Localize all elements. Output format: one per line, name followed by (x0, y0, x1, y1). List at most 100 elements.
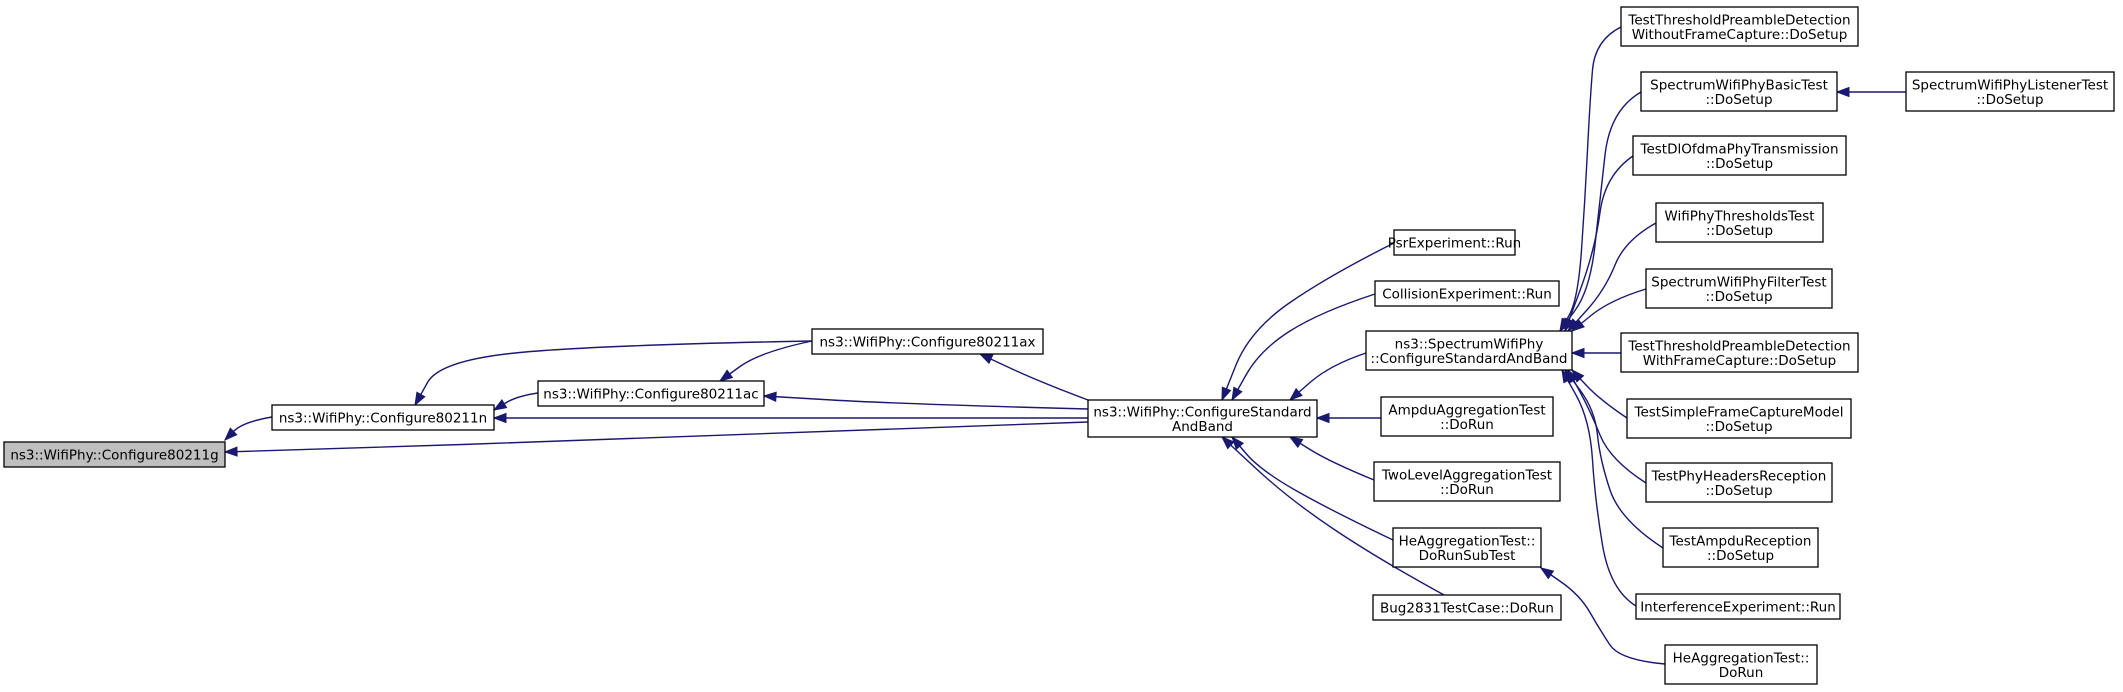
edge-csab-to-cfg_g (223, 421, 1089, 457)
node-cfg-g[interactable]: ns3::WifiPhy::Configure80211g (3, 441, 226, 468)
edge-line (1231, 293, 1376, 401)
node-label-line: ::ConfigureStandardAndBand (1371, 351, 1568, 367)
nodes-layer: ns3::WifiPhy::Configure80211g ns3::WifiPh… (3, 6, 2115, 685)
edge-line (224, 421, 1089, 453)
node-box (1380, 396, 1554, 437)
edge-csab-to-cfg_ac (762, 391, 1089, 410)
edge-he_run-to-he_sub (1539, 567, 1666, 665)
node-swpf[interactable]: SpectrumWifiPhyFilterTest::DoSetup (1645, 268, 1833, 309)
node-tpd-w[interactable]: TestThresholdPreambleDetectionWithFrameC… (1620, 332, 1859, 373)
node-label-line: Bug2831TestCase::DoRun (1380, 601, 1554, 617)
edge-line (1540, 567, 1666, 665)
node-label-line: ns3::SpectrumWifiPhy (1395, 336, 1544, 352)
node-label-line: ::DoSetup (1705, 419, 1772, 435)
edge-line (1561, 369, 1637, 607)
node-bug2831[interactable]: Bug2831TestCase::DoRun (1372, 594, 1562, 621)
node-cfg-ac[interactable]: ns3::WifiPhy::Configure80211ac (537, 380, 765, 407)
edge-line (1221, 436, 1445, 596)
arrowhead-icon (1539, 567, 1555, 580)
node-dlofdma[interactable]: TestDlOfdmaPhyTransmission::DoSetup (1632, 135, 1847, 176)
arrowhead-icon (1835, 86, 1850, 98)
node-label-line: ::DoSetup (1705, 289, 1772, 305)
edge-csab-to-cfg_n (492, 412, 1088, 424)
arrowhead-icon (492, 412, 507, 424)
edge-line (719, 340, 813, 382)
edge-line (1289, 436, 1375, 481)
arrowhead-icon (762, 391, 777, 402)
edges-layer (223, 26, 1906, 665)
arrowhead-icon (414, 391, 426, 407)
node-label-line: DoRun (1719, 665, 1764, 681)
node-he-sub[interactable]: HeAggregationTest::DoRunSubTest (1392, 527, 1542, 568)
node-label-line: TwoLevelAggregationTest (1381, 467, 1552, 483)
arrowhead-icon (223, 446, 238, 457)
node-psr[interactable]: PsrExperiment::Run (1388, 229, 1521, 256)
edge-cfg_n-to-cfg_g (223, 416, 273, 442)
node-box (1664, 644, 1818, 685)
node-box (811, 328, 1044, 355)
edge-line (979, 353, 1089, 401)
node-phr[interactable]: TestPhyHeadersReception::DoSetup (1645, 462, 1833, 503)
node-he-run[interactable]: HeAggregationTest::DoRun (1664, 644, 1818, 685)
edge-twolevel-to-csab (1288, 436, 1375, 481)
node-box (3, 441, 226, 468)
node-interf[interactable]: InterferenceExperiment::Run (1635, 593, 1841, 620)
edge-line (224, 416, 273, 441)
node-swpb[interactable]: SpectrumWifiPhyBasicTest::DoSetup (1640, 71, 1838, 112)
node-label-line: ns3::WifiPhy::ConfigureStandard (1093, 404, 1311, 420)
edge-swpf-to-spec_csab (1570, 288, 1647, 332)
node-spec-csab[interactable]: ns3::SpectrumWifiPhy::ConfigureStandardA… (1365, 330, 1573, 371)
arrowhead-icon (1220, 436, 1235, 450)
arrowhead-icon (978, 353, 994, 365)
node-label-line: CollisionExperiment::Run (1382, 287, 1552, 303)
node-box (537, 380, 765, 407)
edge-psr-to-csab (1221, 242, 1395, 402)
node-box (1635, 593, 1841, 620)
node-box (1373, 461, 1561, 502)
node-label-line: ::DoSetup (1705, 92, 1772, 108)
node-swpl[interactable]: SpectrumWifiPhyListenerTest::DoSetup (1905, 71, 2115, 112)
node-wpth[interactable]: WifiPhyThresholdsTest::DoSetup (1655, 202, 1824, 243)
node-box (1087, 399, 1318, 438)
arrowhead-icon (1561, 368, 1573, 384)
node-box (1626, 398, 1852, 439)
node-box (1620, 6, 1859, 47)
node-label-line: AmpduAggregationTest (1388, 402, 1545, 418)
node-label-line: ::DoSetup (1976, 92, 2043, 108)
node-label-line: SpectrumWifiPhyListenerTest (1912, 77, 2108, 93)
node-label-line: ns3::WifiPhy::Configure80211g (10, 448, 218, 464)
arrowhead-icon (1570, 347, 1585, 359)
node-box (1372, 594, 1562, 621)
node-label-line: ns3::WifiPhy::Configure80211n (279, 411, 487, 427)
node-ampdu-rx[interactable]: TestAmpduReception::DoSetup (1662, 527, 1819, 568)
node-label-line: InterferenceExperiment::Run (1640, 600, 1836, 616)
node-label-line: SpectrumWifiPhyBasicTest (1650, 77, 1828, 93)
node-coll[interactable]: CollisionExperiment::Run (1374, 280, 1560, 307)
node-label-line: TestThresholdPreambleDetection (1627, 12, 1850, 28)
edge-line (763, 395, 1089, 410)
node-box (1392, 527, 1542, 568)
arrowhead-icon (1221, 386, 1232, 402)
node-sfcm[interactable]: TestSimpleFrameCaptureModel::DoSetup (1626, 398, 1852, 439)
node-csab[interactable]: ns3::WifiPhy::ConfigureStandardAndBand (1087, 399, 1318, 438)
edge-line (1559, 91, 1642, 332)
node-cfg-n[interactable]: ns3::WifiPhy::Configure80211n (271, 404, 495, 431)
arrowhead-icon (1288, 436, 1304, 449)
edge-spec_csab-to-csab (1288, 352, 1367, 401)
node-cfg-ax[interactable]: ns3::WifiPhy::Configure80211ax (811, 328, 1044, 355)
arrowhead-icon (1570, 319, 1585, 332)
arrowhead-icon (492, 399, 508, 411)
edge-dlofdma-to-spec_csab (1564, 155, 1634, 333)
arrowhead-icon (1231, 386, 1243, 402)
node-ampdu-agg[interactable]: AmpduAggregationTest::DoRun (1380, 396, 1554, 437)
edge-ampdu_agg-to-csab (1315, 412, 1381, 424)
edge-line (493, 392, 539, 411)
edge-csab-to-cfg_ax (978, 353, 1089, 401)
edge-bug2831-to-csab (1220, 436, 1445, 596)
node-tpd-wo[interactable]: TestThresholdPreambleDetectionWithoutFra… (1620, 6, 1859, 47)
node-twolevel[interactable]: TwoLevelAggregationTest::DoRun (1373, 461, 1561, 502)
node-label-line: TestPhyHeadersReception (1651, 468, 1827, 484)
node-label-line: WifiPhyThresholdsTest (1664, 208, 1814, 224)
arrowhead-icon (718, 369, 734, 382)
